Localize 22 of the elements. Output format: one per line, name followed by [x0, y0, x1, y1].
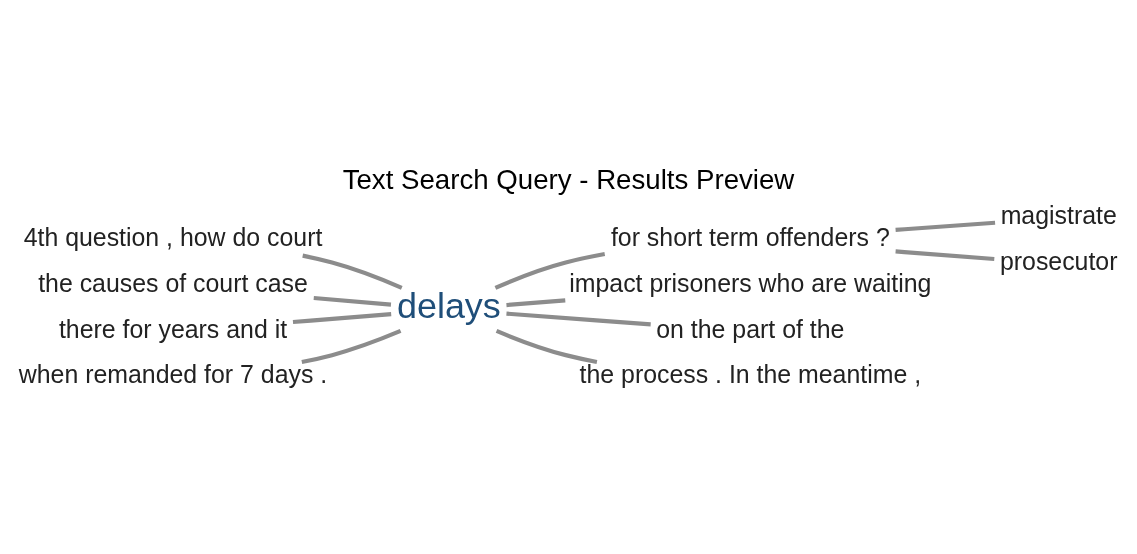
node-text: the causes of court case — [38, 269, 308, 298]
node-text: impact prisoners who are waiting — [569, 269, 932, 298]
diagram-title: Text Search Query - Results Preview — [342, 164, 795, 196]
connector — [494, 252, 606, 290]
connector — [313, 295, 392, 307]
connector — [495, 329, 598, 364]
connector — [895, 249, 995, 262]
node-text: prosecutor — [999, 246, 1118, 275]
connector — [895, 220, 996, 232]
node-text: when remanded for 7 days . — [18, 360, 328, 389]
node-text: delays — [396, 285, 501, 327]
node-text: for short term offenders ? — [610, 223, 890, 252]
connector — [301, 329, 402, 365]
node-text: on the part of the — [656, 314, 845, 343]
node-text: the process . In the meantime , — [579, 360, 922, 389]
connector — [302, 253, 403, 290]
connector — [292, 312, 392, 325]
connector — [506, 311, 651, 327]
node-text: magistrate — [1000, 201, 1117, 230]
connector — [506, 298, 566, 308]
node-text: 4th question , how do court — [23, 223, 323, 252]
node-text: there for years and it — [58, 314, 288, 343]
